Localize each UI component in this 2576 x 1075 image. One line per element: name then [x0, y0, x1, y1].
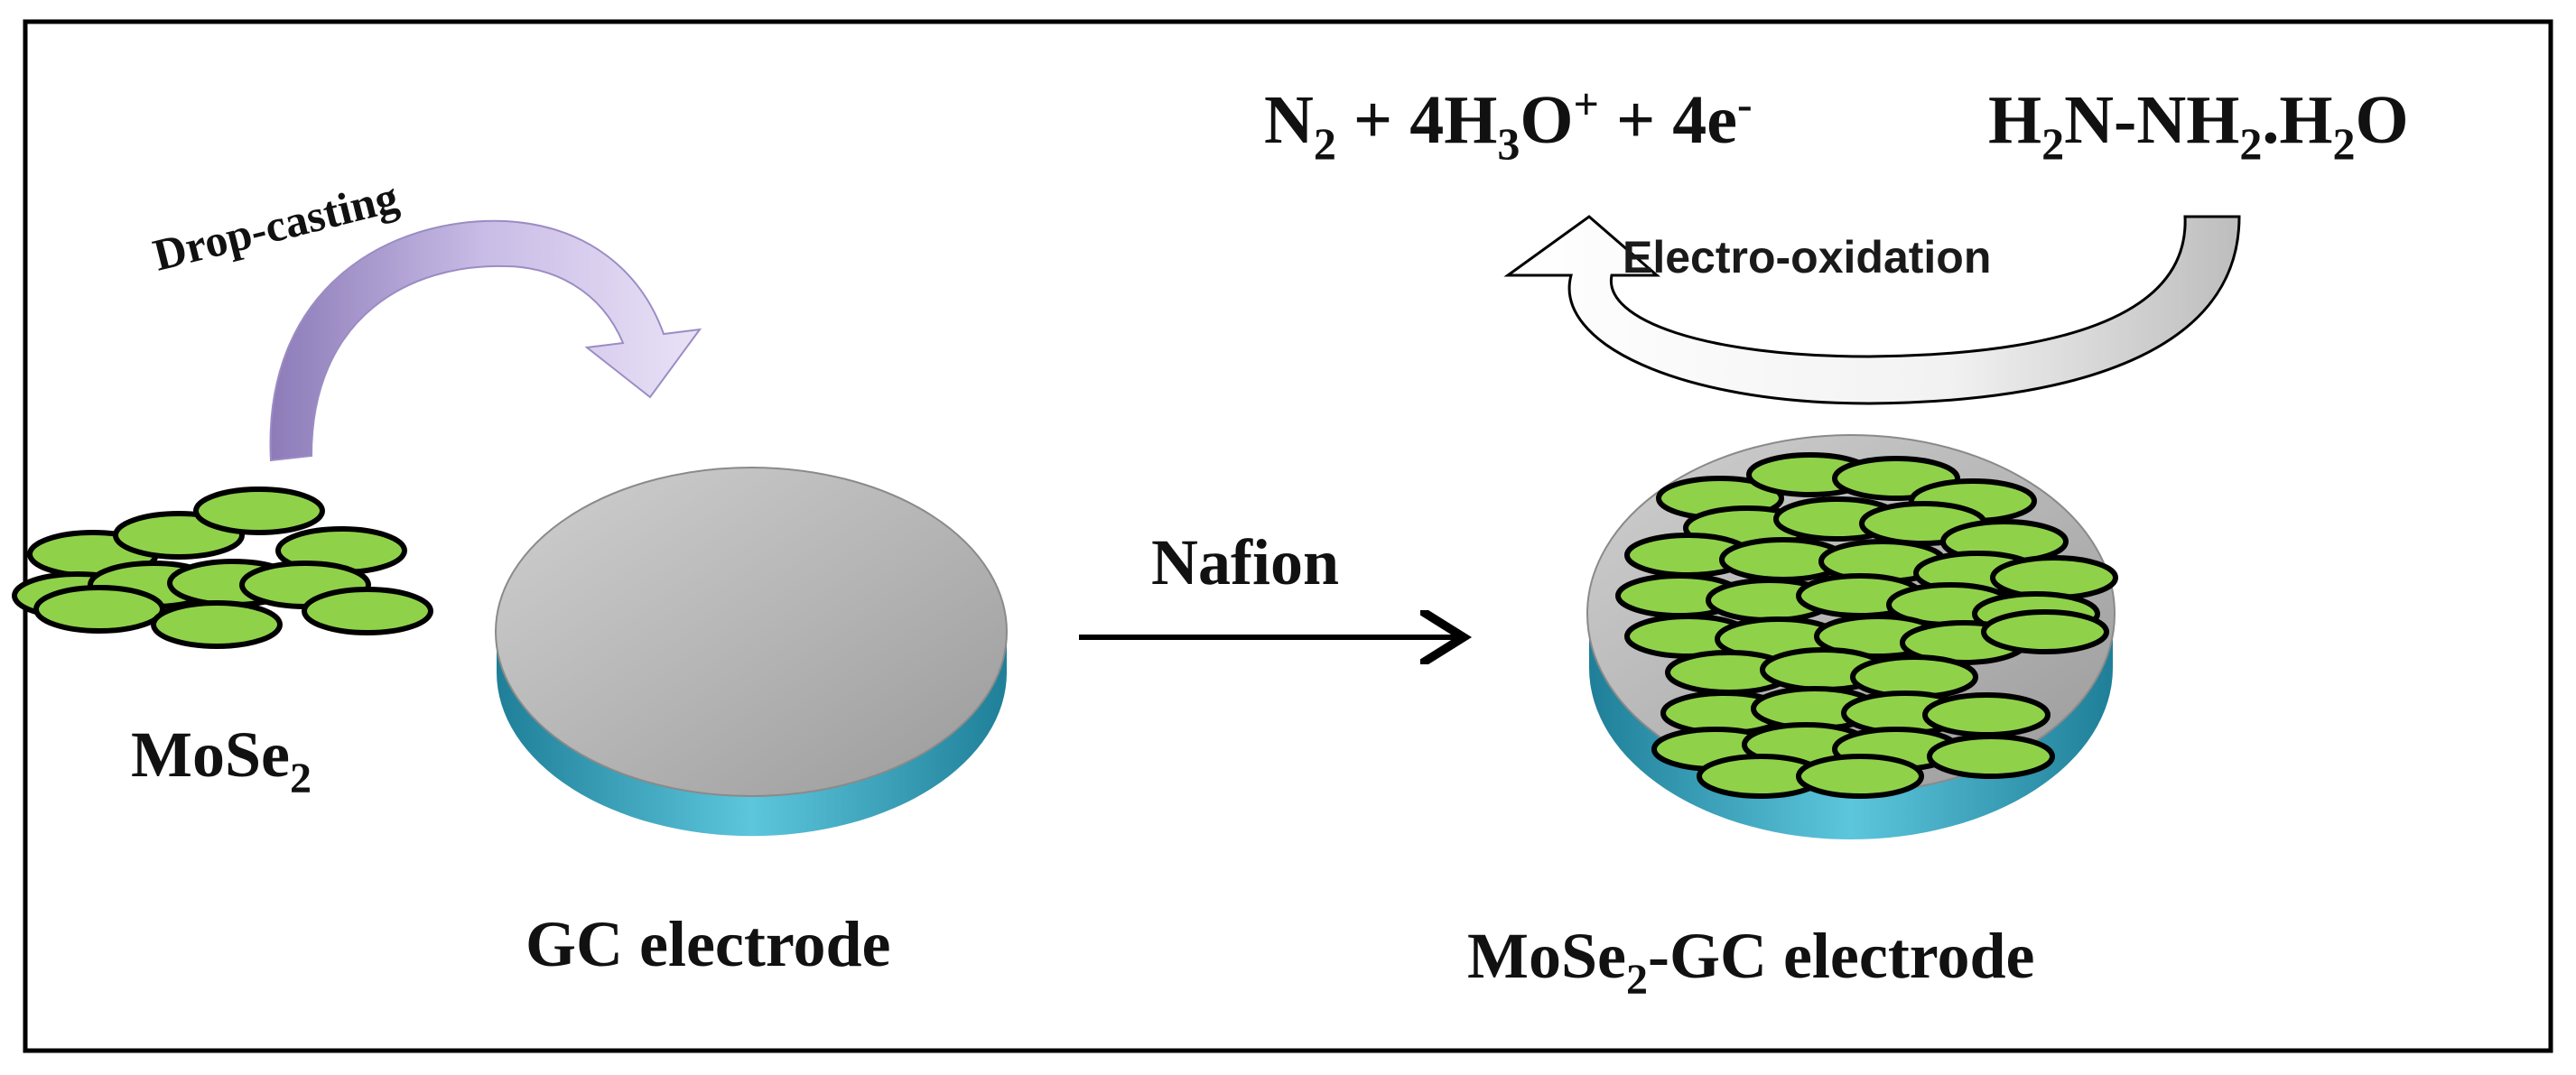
mose2-flake	[151, 600, 283, 649]
reactant-equation: H2N-NH2.H2O	[1988, 82, 2409, 169]
mose2-flake	[1922, 692, 2051, 737]
mose2-flake-stack	[12, 487, 433, 649]
mose2-flake	[1796, 754, 1924, 799]
mose2-flake	[302, 587, 433, 635]
mose2-gc-electrode-label: MoSe2-GC electrode	[1467, 920, 2034, 1004]
mose2-flake	[1981, 609, 2109, 654]
mose2-flake	[1990, 555, 2118, 600]
drop-casting-arrow	[269, 219, 702, 462]
electro-oxidation-arrow	[1503, 215, 2241, 405]
mose2-flake	[1927, 734, 2055, 779]
mose2-flakes-on-electrode	[1615, 452, 2118, 799]
products-equation: N2 + 4H3O+ + 4e-	[1264, 79, 1753, 169]
gc-electrode-disk	[495, 467, 1008, 837]
electro-oxidation-label: Electro-oxidation	[1623, 232, 1991, 283]
mose2-flake	[33, 585, 165, 634]
nafion-label: Nafion	[1151, 526, 1339, 598]
figure-frame	[23, 19, 2553, 1053]
mose2-label: MoSe2	[131, 718, 312, 802]
gc-electrode-label: GC electrode	[525, 908, 891, 980]
mose2-flake	[193, 487, 325, 535]
